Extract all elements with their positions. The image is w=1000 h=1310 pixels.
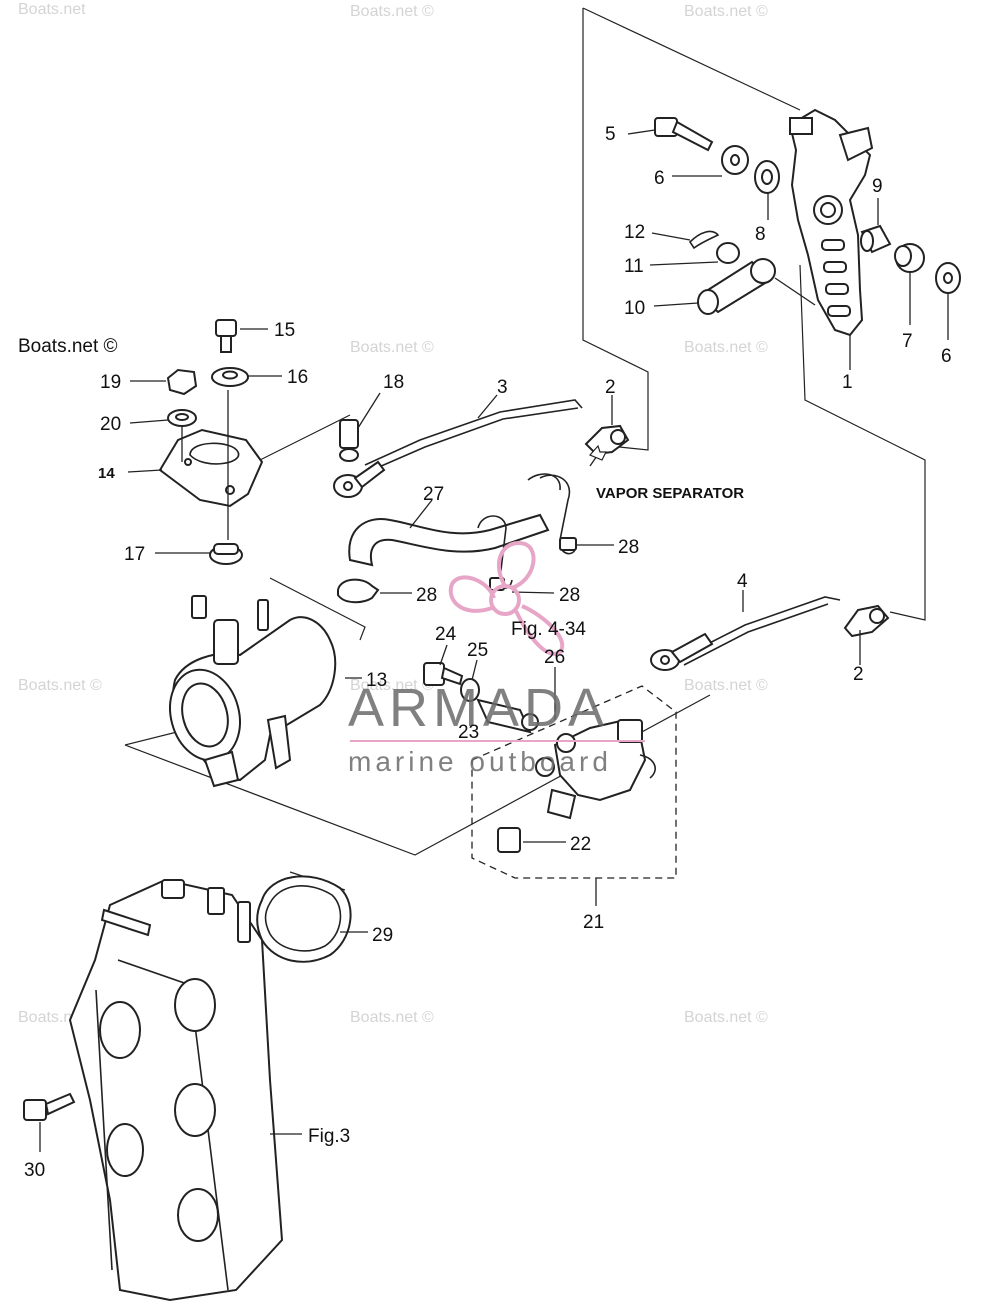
watermark: Boats.net ©	[18, 336, 118, 357]
part-label-9: 9	[872, 176, 883, 197]
watermark: Boats.net ©	[350, 677, 434, 694]
part-label-22: 22	[570, 834, 591, 855]
watermark: Boats.net ©	[684, 339, 768, 356]
clip-12	[688, 230, 720, 250]
bushing-11	[716, 242, 740, 264]
part-label-20: 20	[100, 414, 121, 435]
rod-3	[333, 399, 583, 498]
watermark: Boats.net ©	[684, 3, 768, 20]
link-10	[697, 258, 816, 315]
rod-4	[650, 596, 841, 671]
washer-20	[167, 409, 197, 427]
part-label-1: 1	[842, 372, 853, 393]
part-label-17: 17	[124, 544, 145, 565]
part-label-16: 16	[287, 367, 308, 388]
propeller-logo	[448, 541, 565, 656]
watermark: Boats.net ©	[684, 1009, 768, 1026]
part-label-27: 27	[423, 484, 444, 505]
watermark: Boats.net ©	[350, 1009, 434, 1026]
part-label-12: 12	[624, 222, 645, 243]
part-label-8: 8	[755, 224, 766, 245]
part-label-23: 23	[458, 722, 479, 743]
part-label-3: 3	[497, 377, 508, 398]
hose-27	[348, 513, 550, 567]
part-label-29: 29	[372, 925, 393, 946]
watermark: Boats.net ©	[18, 677, 102, 694]
clamp-28-lower	[337, 578, 380, 604]
vapor-separator-label: VAPOR SEPARATOR	[596, 485, 744, 502]
bolt-5	[654, 117, 714, 152]
washer-25	[460, 678, 480, 702]
part-label-5: 5	[605, 124, 616, 145]
screw-24	[423, 662, 464, 686]
watermark-layer: Boats.net Boats.net © Boats.net © Boats.…	[18, 1, 768, 1026]
brand-name: ARMADA	[348, 678, 609, 738]
intake-manifold	[68, 878, 284, 1302]
watermark: Boats.net ©	[350, 339, 434, 356]
part-label-7: 7	[902, 331, 913, 352]
watermark: Boats.net ©	[684, 677, 768, 694]
part-label-19: 19	[100, 372, 121, 393]
part-label-28: 28	[416, 585, 437, 606]
part-label-14: 14	[98, 465, 115, 482]
fig-3-reference: Fig.3	[308, 1126, 350, 1147]
part-label-18: 18	[383, 372, 404, 393]
part-label-6: 6	[654, 168, 665, 189]
part-label-21: 21	[583, 912, 604, 933]
nut-19	[166, 368, 198, 396]
part-label-2: 2	[853, 664, 864, 685]
clip-2-upper	[584, 424, 630, 456]
grommet-17	[209, 543, 243, 565]
throttle-body-13	[169, 595, 337, 788]
part-label-28: 28	[559, 585, 580, 606]
bolt-30	[23, 1092, 76, 1121]
part-label-13: 13	[366, 670, 387, 691]
part-label-15: 15	[274, 320, 295, 341]
washer-16	[211, 367, 249, 387]
watermark: Boats.net	[18, 1, 86, 18]
collar-9	[860, 224, 892, 254]
brand-tagline: marine outboard	[348, 746, 612, 777]
clamp-28-upper	[527, 473, 577, 555]
annotations: VAPOR SEPARATOR Fig. 4-34 Fig.3	[308, 444, 744, 1147]
arrow-icon	[588, 444, 607, 461]
part-label-30: 30	[24, 1160, 45, 1181]
part-label-4: 4	[737, 571, 748, 592]
part-label-2: 2	[605, 377, 616, 398]
spacer-23	[476, 698, 539, 734]
nut-7	[894, 243, 925, 273]
bolt-15	[215, 319, 237, 353]
bracket-14	[158, 428, 264, 508]
part-label-26: 26	[544, 647, 565, 668]
fig-4-34-reference: Fig. 4-34	[511, 619, 586, 640]
part-labels: 1 2 2 3 4 5 6 6 7 8 9 10 11 12 13 14 15 …	[24, 124, 952, 1181]
clip-22	[497, 827, 521, 853]
joint-18	[339, 419, 359, 462]
throttle-lever	[788, 108, 874, 337]
gasket-29	[256, 875, 352, 963]
part-label-28: 28	[618, 537, 639, 558]
part-label-24: 24	[435, 624, 457, 645]
part-label-11: 11	[624, 256, 644, 277]
brand-overlay: ARMADA marine outboard	[348, 541, 645, 777]
part-label-6: 6	[941, 346, 952, 367]
part-label-25: 25	[467, 640, 488, 661]
part-label-10: 10	[624, 298, 645, 319]
clip-2-lower	[843, 604, 890, 638]
watermark: Boats.net ©	[350, 3, 434, 20]
